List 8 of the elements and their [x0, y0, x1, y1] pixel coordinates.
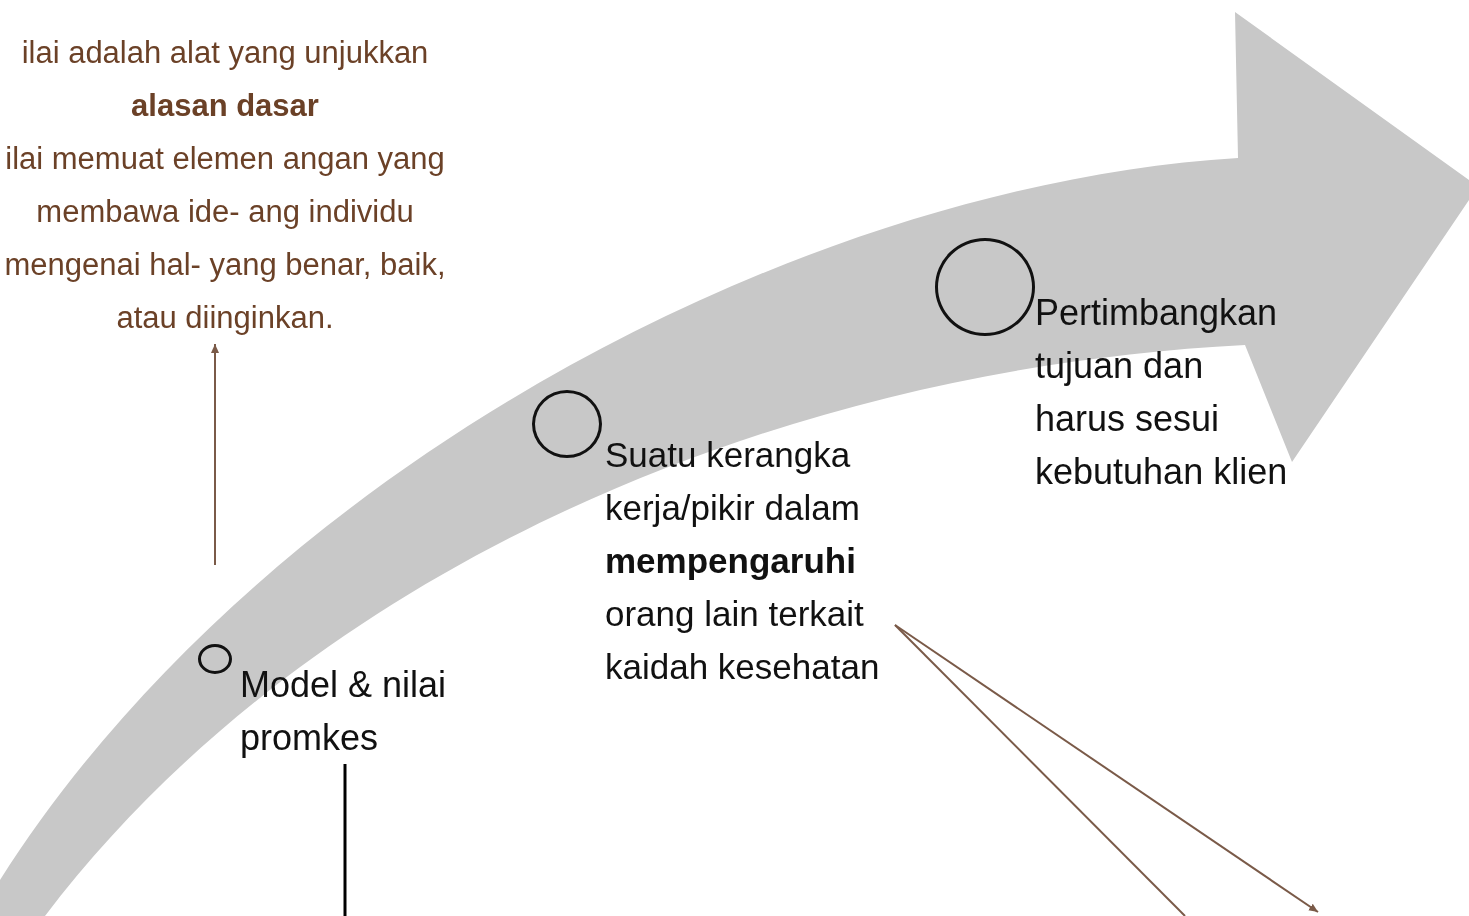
- connector-line: [343, 764, 347, 916]
- node-text: Pertimbangkan tujuan dan harus sesui kebutuhan klien: [1035, 291, 1289, 494]
- node-text: Suatu kerangka kerja/pikir dalam mempengaruhi orang lain terkait kaidah kesehatan: [605, 434, 881, 688]
- arrow: [894, 624, 1319, 913]
- node-text: Model & nilai promkes: [240, 663, 448, 760]
- connector-line: [894, 624, 1186, 916]
- arrow: [211, 343, 219, 566]
- node-text: ilai memuat elemen angan yang membawa ide- ang individu mengenai hal- yang benar, baik, atau diinginkan.: [3, 140, 447, 337]
